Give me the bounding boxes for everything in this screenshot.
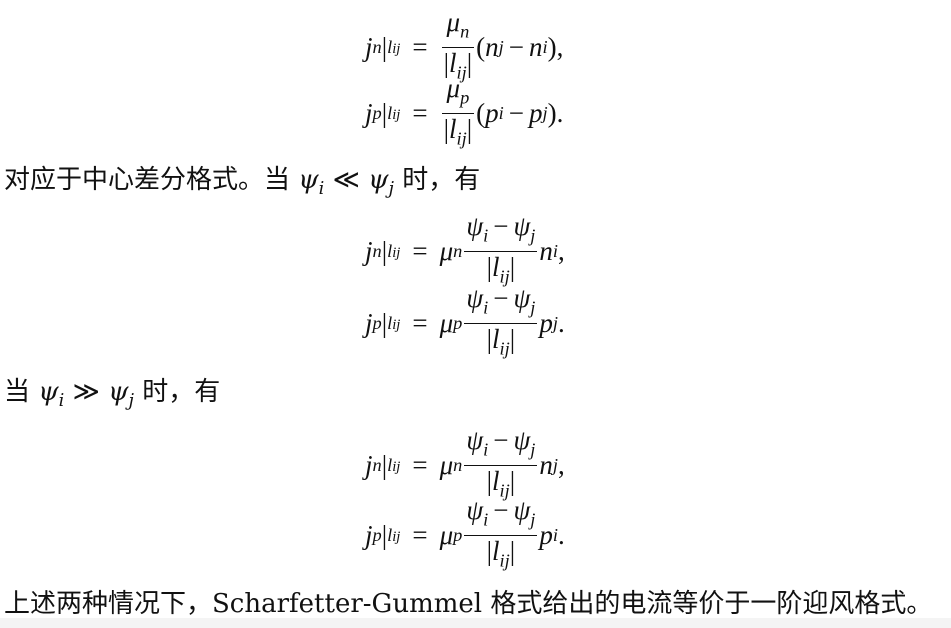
- paragraph-2: 当 ψi ≫ ψj 时，有: [4, 377, 221, 412]
- much-less-symbol: ≪: [332, 165, 360, 195]
- much-greater-symbol: ≫: [72, 377, 100, 407]
- paragraph-3-text: 上述两种情况下，Scharfetter-Gummel 格式给出的电流等价于一阶迎…: [4, 589, 933, 619]
- paragraph-3: 上述两种情况下，Scharfetter-Gummel 格式给出的电流等价于一阶迎…: [4, 588, 932, 620]
- paragraph-1-text: 对应于中心差分格式。当: [4, 165, 291, 195]
- paragraph-1-tail: 时，有: [402, 165, 481, 195]
- paragraph-2-head: 当: [4, 377, 31, 407]
- paragraph-1: 对应于中心差分格式。当 ψi ≪ ψj 时，有: [4, 165, 481, 200]
- paragraph-2-tail: 时，有: [142, 377, 221, 407]
- page-bottom-strip: [0, 618, 951, 628]
